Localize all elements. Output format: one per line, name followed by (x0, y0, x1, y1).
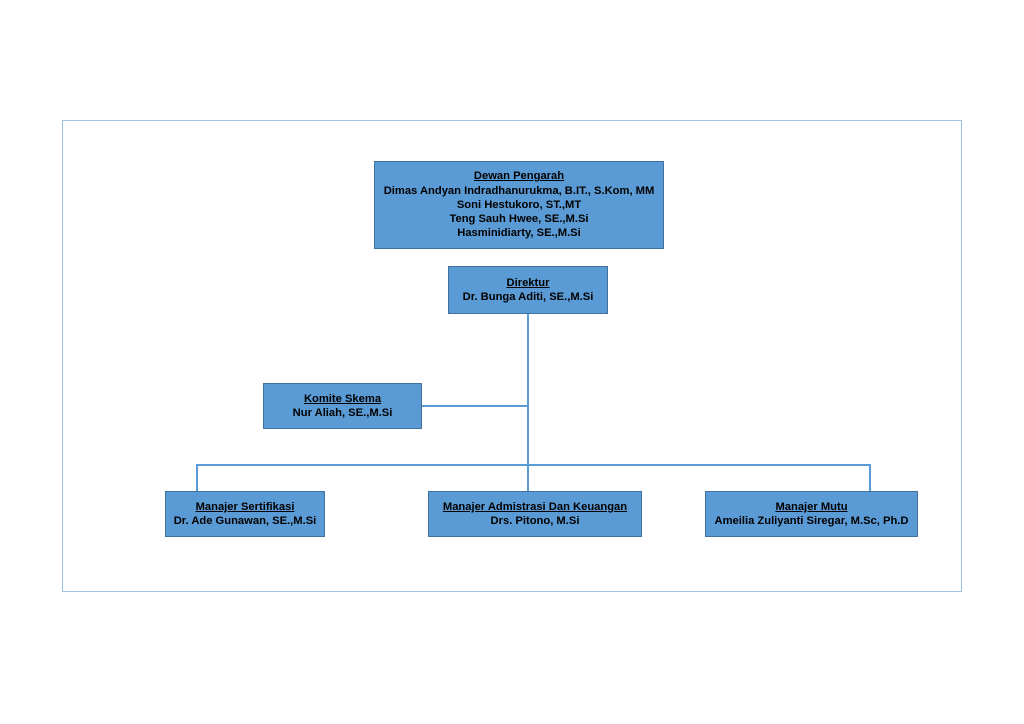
connector-leg-manajer-administrasi (527, 464, 529, 492)
node-member: Dr. Ade Gunawan, SE.,M.Si (173, 515, 317, 527)
node-member: Hasminidiarty, SE.,M.Si (457, 227, 581, 240)
node-title: Manajer Sertifikasi (195, 500, 295, 513)
node-member: Ameilia Zuliyanti Siregar, M.Sc, Ph.D (714, 515, 909, 527)
connector-leg-manajer-mutu (869, 464, 871, 492)
node-direktur[interactable]: Direktur Dr. Bunga Aditi, SE.,M.Si (448, 266, 608, 314)
node-manajer-mutu[interactable]: Manajer Mutu Ameilia Zuliyanti Siregar, … (705, 491, 918, 537)
node-dewan-pengarah[interactable]: Dewan Pengarah Dimas Andyan Indradhanuru… (374, 161, 664, 249)
node-member: Dr. Bunga Aditi, SE.,M.Si (462, 291, 594, 303)
node-manajer-sertifikasi[interactable]: Manajer Sertifikasi Dr. Ade Gunawan, SE.… (165, 491, 325, 537)
node-member: Drs. Pitono, M.Si (490, 515, 580, 527)
node-title: Dewan Pengarah (473, 170, 565, 183)
node-title: Manajer Mutu (775, 500, 848, 513)
connector-managers-horizontal-bar (196, 464, 871, 466)
node-manajer-administrasi[interactable]: Manajer Admistrasi Dan Keuangan Drs. Pit… (428, 491, 642, 537)
node-member: Nur Aliah, SE.,M.Si (292, 407, 393, 419)
node-title: Komite Skema (303, 392, 382, 405)
node-member: Dimas Andyan Indradhanurukma, B.IT., S.K… (383, 184, 655, 197)
node-title: Manajer Admistrasi Dan Keuangan (442, 500, 628, 513)
connector-komite-skema-branch (421, 405, 529, 407)
connector-direktur-trunk (527, 314, 529, 466)
node-title: Direktur (506, 276, 550, 289)
node-komite-skema[interactable]: Komite Skema Nur Aliah, SE.,M.Si (263, 383, 422, 429)
node-member: Soni Hestukoro, ST.,MT (456, 198, 582, 211)
connector-leg-manajer-sertifikasi (196, 464, 198, 492)
node-member: Teng Sauh Hwee, SE.,M.Si (449, 213, 589, 226)
